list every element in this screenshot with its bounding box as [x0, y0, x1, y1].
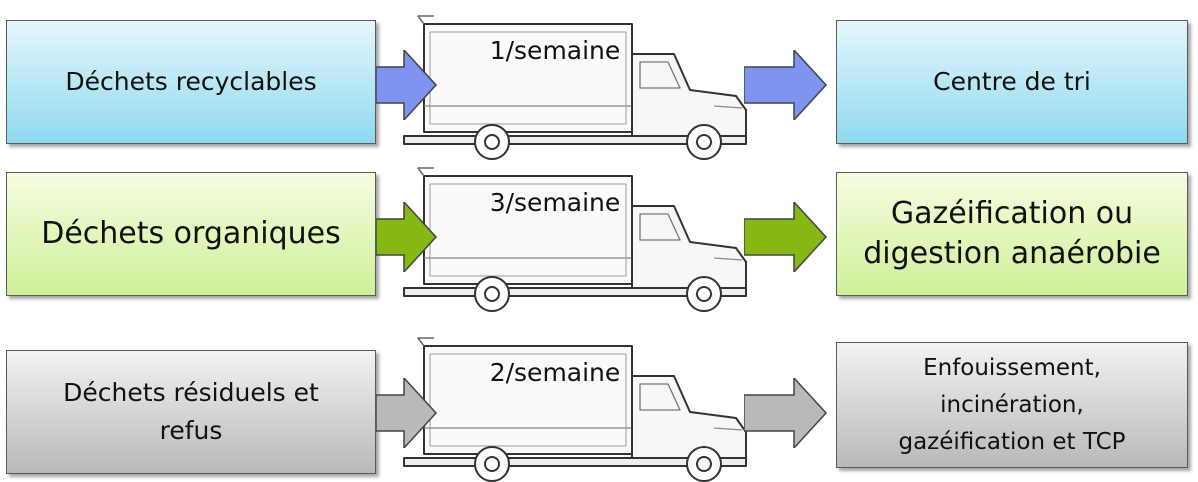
arrow-right-icon — [376, 378, 438, 448]
destination-line: gazéification et TCP — [898, 428, 1126, 455]
source-box-organics: Déchets organiques — [6, 172, 376, 296]
arrow-right-icon — [376, 50, 438, 120]
destination-box-sorting-center: Centre de tri — [836, 20, 1188, 144]
destination-line: incinération, — [940, 391, 1084, 418]
destination-line: Enfouissement, — [923, 354, 1101, 381]
arrow-right-icon — [744, 378, 828, 448]
frequency-label: 2/semaine — [489, 358, 621, 387]
source-box-residual: Déchets résiduels et refus — [6, 350, 376, 474]
row-recyclables: 1/semaine Déchets recyclables Centre de … — [0, 14, 1198, 160]
source-line: Déchets résiduels et — [63, 378, 319, 407]
arrow-right-icon — [744, 202, 828, 272]
source-box-recyclables: Déchets recyclables — [6, 20, 376, 144]
source-label: Déchets recyclables — [65, 67, 317, 96]
destination-box-gasification: Gazéification ou digestion anaérobie — [836, 172, 1188, 296]
destination-label: Centre de tri — [933, 67, 1091, 96]
row-residual: 2/semaine Déchets résiduels et refus Enf… — [0, 336, 1198, 482]
arrow-right-icon — [744, 50, 828, 120]
frequency-label: 3/semaine — [489, 188, 621, 217]
source-label: Déchets organiques — [41, 216, 341, 251]
destination-box-landfill: Enfouissement, incinération, gazéificati… — [836, 342, 1188, 468]
frequency-label: 1/semaine — [489, 36, 621, 65]
destination-line: Gazéification ou — [890, 196, 1134, 231]
source-line: refus — [159, 416, 223, 445]
destination-line: digestion anaérobie — [863, 236, 1161, 271]
arrow-right-icon — [376, 202, 438, 272]
row-organics: 3/semaine Déchets organiques Gazéificati… — [0, 166, 1198, 312]
